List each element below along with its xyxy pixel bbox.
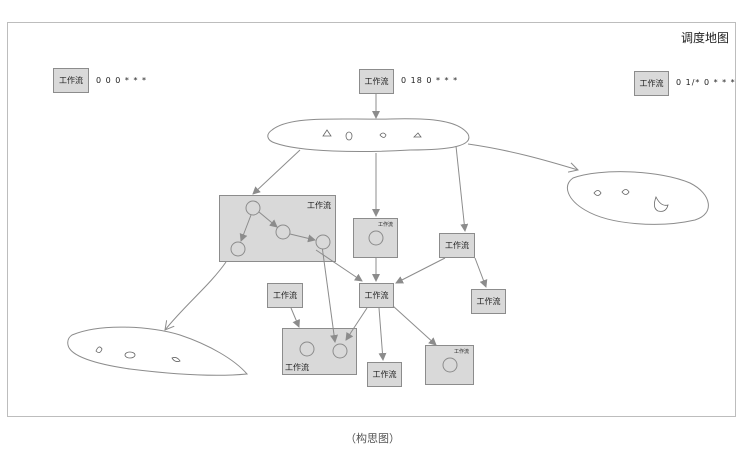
workflow-group-bottom-label: 工作流 — [285, 363, 309, 372]
blob-top — [267, 118, 470, 153]
workflow-single-node-top-label: 工作流 — [377, 222, 393, 228]
workflow-top-center[interactable]: 工作流 — [359, 69, 394, 94]
workflow-single-node-bottom-label: 工作流 — [453, 349, 469, 355]
blob-bottom-left — [67, 326, 249, 376]
workflow-hub[interactable]: 工作流 — [359, 283, 394, 308]
edge-rightbranch-farright — [474, 257, 488, 288]
edge-rightbranch-hub — [395, 257, 446, 284]
edge-blob-group — [252, 149, 301, 195]
cron-top-right: 0 1/* 0 * * * — [676, 78, 736, 87]
edge-group-bottomblob — [165, 261, 227, 330]
workflow-far-right[interactable]: 工作流 — [471, 289, 506, 314]
group-bottom-node-1 — [299, 341, 315, 357]
group-bottom-node-2 — [332, 343, 348, 359]
workflow-left-branch[interactable]: 工作流 — [267, 283, 303, 308]
group-large-nodes — [230, 200, 331, 257]
edge-blob-rightblob — [467, 143, 578, 170]
blob-right — [566, 171, 709, 225]
cron-top-left: 0 0 0 * * * — [96, 76, 147, 85]
edge-hub-bottomright — [392, 305, 437, 346]
workflow-right-branch[interactable]: 工作流 — [439, 233, 475, 258]
workflow-top-right[interactable]: 工作流 — [634, 71, 669, 96]
caption: （构思图） — [345, 432, 400, 445]
workflow-bottom-center[interactable]: 工作流 — [367, 362, 402, 387]
edge-blob-rightbranch — [455, 145, 469, 232]
workflow-group-large-label: 工作流 — [307, 201, 331, 210]
edge-hub-groupnode — [345, 307, 368, 341]
edge-leftbranch-group — [290, 307, 300, 328]
edge-hub-bottomcenter — [378, 307, 387, 361]
single-node-bottom-circle — [442, 357, 458, 373]
map-title: 调度地图 — [680, 31, 729, 45]
cron-top-center: 0 18 0 * * * — [401, 76, 459, 85]
single-node-top-circle — [368, 230, 384, 246]
workflow-top-left[interactable]: 工作流 — [53, 68, 89, 93]
edge-groupnode-down — [321, 245, 339, 343]
